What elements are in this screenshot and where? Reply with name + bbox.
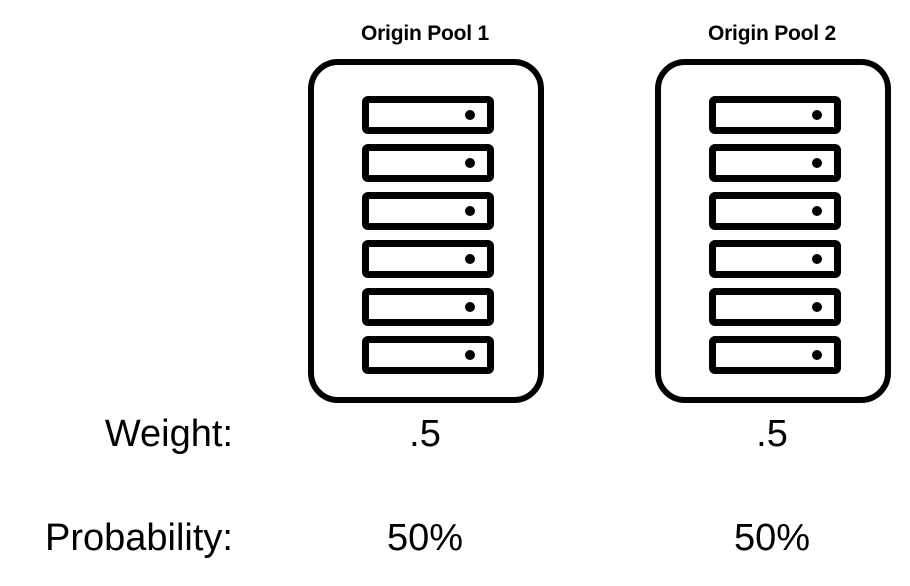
origin-pool-2-container: [655, 59, 891, 403]
server-icon: [362, 288, 494, 326]
weight-row-label: Weight:: [104, 413, 233, 455]
server-icon: [709, 336, 841, 374]
origin-pool-2-probability-value: 50%: [733, 517, 811, 559]
server-led-icon: [812, 206, 822, 216]
server-icon: [709, 288, 841, 326]
server-led-icon: [812, 110, 822, 120]
server-led-icon: [465, 350, 475, 360]
server-icon: [362, 96, 494, 134]
server-led-icon: [465, 206, 475, 216]
server-led-icon: [812, 350, 822, 360]
origin-pool-1-probability-value: 50%: [386, 517, 464, 559]
server-icon: [709, 96, 841, 134]
probability-row: Probability: 50% 50%: [0, 514, 910, 562]
server-led-icon: [465, 254, 475, 264]
server-led-icon: [465, 158, 475, 168]
server-icon: [709, 192, 841, 230]
origin-pool-2-title: Origin Pool 2: [707, 22, 837, 45]
server-icon: [709, 144, 841, 182]
origin-pool-2-weight-value: .5: [756, 413, 788, 455]
origin-pool-2-server-stack: [709, 96, 841, 374]
origin-pool-1-weight-value: .5: [409, 413, 441, 455]
server-icon: [362, 240, 494, 278]
server-icon: [362, 144, 494, 182]
server-icon: [709, 240, 841, 278]
server-led-icon: [812, 254, 822, 264]
server-led-icon: [812, 158, 822, 168]
server-icon: [362, 336, 494, 374]
origin-pool-1-title: Origin Pool 1: [360, 22, 490, 45]
server-icon: [362, 192, 494, 230]
server-led-icon: [465, 110, 475, 120]
origin-pool-1-server-stack: [362, 96, 494, 374]
server-led-icon: [812, 302, 822, 312]
server-led-icon: [465, 302, 475, 312]
weight-row: Weight: .5 .5: [0, 410, 910, 458]
probability-row-label: Probability:: [45, 517, 233, 559]
origin-pool-1-container: [308, 59, 544, 403]
